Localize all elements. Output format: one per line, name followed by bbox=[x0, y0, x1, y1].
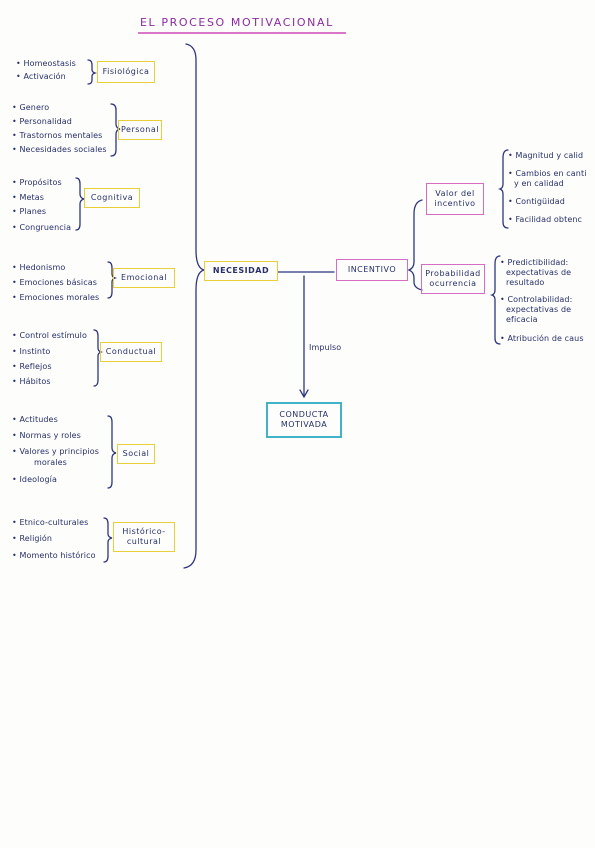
brace-probabilidad bbox=[489, 255, 501, 345]
list-item: • Genero bbox=[12, 103, 50, 112]
conducta-motivada-node: CONDUCTA MOTIVADA bbox=[266, 402, 342, 438]
list-item: • Necesidades sociales bbox=[12, 145, 107, 154]
list-item: • Emociones morales bbox=[12, 293, 100, 302]
group-personal: Personal bbox=[118, 120, 162, 140]
brace-cognitiva bbox=[75, 177, 85, 231]
valor-incentivo-node: Valor del incentivo bbox=[426, 183, 484, 215]
list-item: • Hábitos bbox=[12, 377, 51, 386]
list-item: • Propósitos bbox=[12, 178, 62, 187]
brace-conductual bbox=[93, 329, 104, 387]
list-item: • Facilidad obtenc bbox=[508, 215, 583, 224]
list-item: • Contigüidad bbox=[508, 197, 565, 206]
list-item: • Hedonismo bbox=[12, 263, 66, 272]
list-item: • Religión bbox=[12, 534, 53, 543]
list-item: • Metas bbox=[12, 193, 44, 202]
brace-emocional bbox=[107, 261, 118, 299]
list-item: • Predictibilidad: bbox=[500, 258, 569, 267]
group-conductual: Conductual bbox=[100, 342, 162, 362]
list-item: expectativas de bbox=[506, 268, 572, 277]
list-item: • Etnico-culturales bbox=[12, 518, 89, 527]
list-item: • Emociones básicas bbox=[12, 278, 97, 287]
list-item: • Reflejos bbox=[12, 362, 52, 371]
list-item: • Magnitud y calid bbox=[508, 151, 584, 160]
group-historico-cultural: Histórico- cultural bbox=[113, 522, 175, 552]
list-item: • Congruencia bbox=[12, 223, 72, 232]
main-bracket bbox=[183, 43, 205, 569]
list-item: resultado bbox=[506, 278, 545, 287]
list-item: • Trastornos mentales bbox=[12, 131, 103, 140]
group-fisiologica: Fisiológica bbox=[97, 61, 155, 83]
list-item: • Ideología bbox=[12, 475, 57, 484]
list-item: • Momento histórico bbox=[12, 551, 96, 560]
page-title: EL PROCESO MOTIVACIONAL bbox=[140, 16, 334, 29]
group-social: Social bbox=[117, 444, 155, 464]
list-item: • Planes bbox=[12, 207, 47, 216]
list-item: eficacia bbox=[506, 315, 538, 324]
list-item: • Valores y principios bbox=[12, 447, 100, 456]
group-emocional: Emocional bbox=[113, 268, 175, 288]
brace-personal bbox=[110, 103, 121, 157]
group-cognitiva: Cognitiva bbox=[84, 188, 140, 208]
brace-valor bbox=[497, 149, 509, 229]
incentive-split bbox=[407, 199, 423, 291]
necesidad-node: NECESIDAD bbox=[204, 261, 278, 281]
list-item: expectativas de bbox=[506, 305, 572, 314]
list-item: • Activación bbox=[16, 72, 66, 81]
brace-social bbox=[107, 415, 117, 489]
incentivo-node: INCENTIVO bbox=[336, 259, 408, 281]
list-item: • Controlabilidad: bbox=[500, 295, 573, 304]
impulso-label: Impulso bbox=[309, 343, 342, 352]
list-item: • Instinto bbox=[12, 347, 51, 356]
title-underline bbox=[138, 32, 346, 34]
probabilidad-ocurrencia-node: Probabilidad ocurrencia bbox=[421, 264, 485, 294]
brace-historico bbox=[103, 517, 113, 563]
list-item: • Personalidad bbox=[12, 117, 72, 126]
brace-fisiologica bbox=[87, 59, 98, 85]
list-item: • Homeostasis bbox=[16, 59, 76, 68]
list-item: morales bbox=[34, 458, 67, 467]
arrow-head bbox=[299, 389, 309, 399]
list-item: • Normas y roles bbox=[12, 431, 81, 440]
list-item: y en calidad bbox=[514, 179, 564, 188]
list-item: • Actitudes bbox=[12, 415, 58, 424]
list-item: • Cambios en canti bbox=[508, 169, 587, 178]
list-item: • Atribución de caus bbox=[500, 334, 584, 343]
list-item: • Control estímulo bbox=[12, 331, 87, 340]
